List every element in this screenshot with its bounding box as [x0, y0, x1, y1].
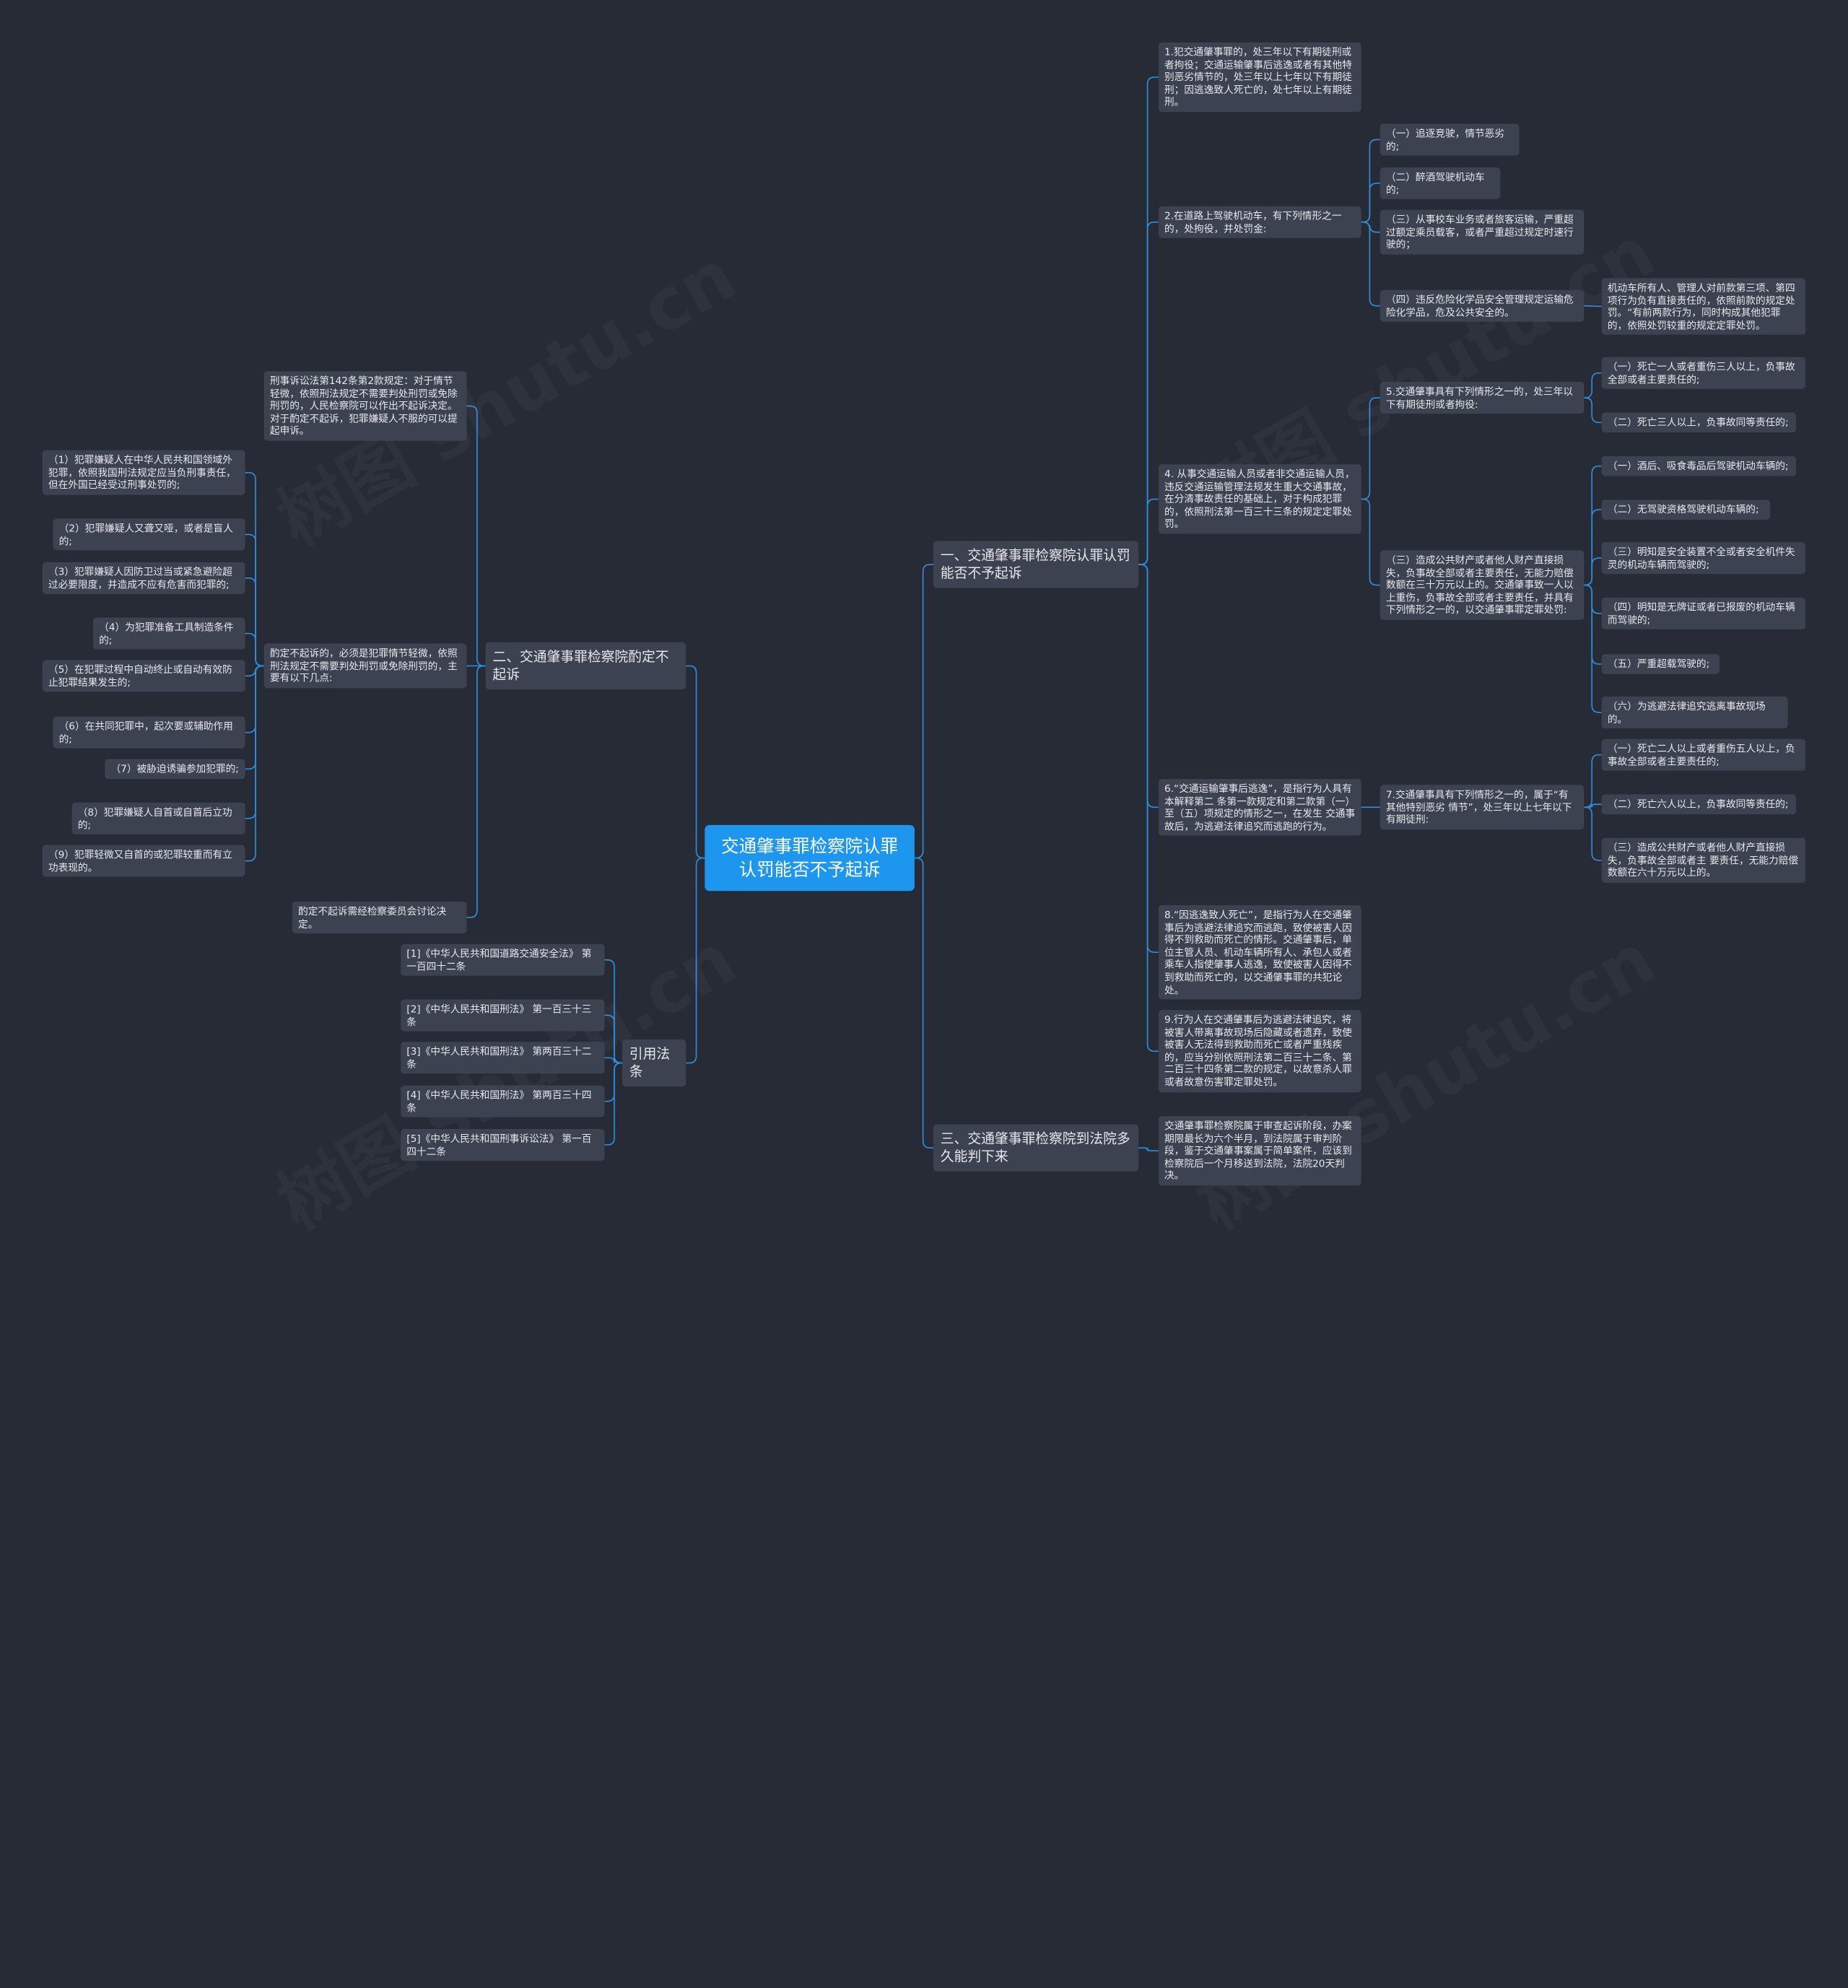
connector-43: [604, 959, 623, 1064]
branch-4-title[interactable]: 引用法条: [622, 1039, 687, 1087]
b1-item-2-sub-3[interactable]: （三）从事校车业务或者旅客运输，严重超过额定乘员载客，或者严重超过规定时速行驶的…: [1380, 209, 1585, 255]
b2-item-3[interactable]: 酌定不起诉需经检察委员会讨论决定。: [292, 901, 467, 934]
b1-item-5-3-sub-1[interactable]: （一）酒后、吸食毒品后驾驶机动车辆的;: [1601, 455, 1797, 476]
connector-7: [1138, 498, 1159, 565]
connector-8: [1138, 564, 1159, 808]
connector-38: [245, 665, 264, 677]
b1-item-5-3-sub-3[interactable]: （三）明知是安全装置不全或者安全机件失灵的机动车辆而驾驶的;: [1601, 541, 1806, 575]
connector-33: [466, 665, 486, 918]
connector-19: [1584, 397, 1602, 424]
connector-24: [1584, 584, 1602, 665]
b1-item-5-sub-1[interactable]: （一）死亡一人或者重伤三人以上，负事故全部或者主要责任的;: [1601, 357, 1806, 390]
connector-5: [1138, 77, 1159, 565]
b2-item-1[interactable]: 刑事诉讼法第142条第2款规定：对于情节轻微，依照刑法规定不需要判处刑罚或免除刑…: [263, 371, 467, 441]
b1-item-2-sub-2[interactable]: （二）醉酒驾驶机动车的;: [1380, 167, 1501, 200]
connector-lines: [245, 77, 1602, 1152]
b1-item-5-3-sub-4[interactable]: （四）明知是无牌证或者已报废的机动车辆而驾驶的;: [1601, 597, 1806, 630]
connector-36: [245, 577, 264, 667]
b2-item-2[interactable]: 酌定不起诉的，必须是犯罪情节轻微，依照刑法规定不需要判处刑罚或免除刑罚的，主要有…: [263, 643, 467, 689]
citation-2[interactable]: [2]《中华人民共和国刑法》 第一百三十三条: [401, 999, 605, 1032]
connector-21: [1584, 509, 1602, 586]
b2-item-2-sub-3[interactable]: （3）犯罪嫌疑人因防卫过当或紧急避险超过必要限度，并造成不应有危害而犯罪的;: [42, 562, 245, 595]
b1-item-7-sub-3[interactable]: （三）造成公共财产或者他人财产直接损失，负事故全部或者主 要责任，无能力赔偿数额…: [1601, 837, 1806, 883]
b1-item-5[interactable]: 5.交通肇事具有下列情形之一的，处三年以下有期徒刑或者拘役:: [1380, 381, 1585, 414]
b2-item-2-sub-9[interactable]: （9）犯罪轻微又自首的或犯罪较重而有立功表现的。: [42, 845, 245, 877]
connector-9: [1138, 564, 1159, 953]
b3-item-1[interactable]: 交通肇事罪检察院属于审查起诉阶段，办案期限最长为六个半月，到法院属于审判阶段，鉴…: [1158, 1116, 1361, 1186]
connector-28: [1584, 803, 1602, 808]
b1-item-9[interactable]: 9.行为人在交通肇事后为逃避法律追究，将被害人带离事故现场后隐藏或者遗弃，致使被…: [1158, 1010, 1361, 1092]
branch-3-title[interactable]: 三、交通肇事罪检察院到法院多久能判下来: [933, 1124, 1139, 1172]
branch-1-title[interactable]: 一、交通肇事罪检察院认罪认罚能否不予起诉: [933, 541, 1139, 588]
citation-5[interactable]: [5]《中华人民共和国刑事诉讼法》 第一百四十二条: [401, 1129, 605, 1161]
branch-2-title[interactable]: 二、交通肇事罪检察院酌定不起诉: [485, 642, 687, 690]
connector-31: [466, 405, 486, 667]
connector-6: [1138, 221, 1159, 565]
connector-45: [604, 1057, 623, 1064]
connector-37: [245, 632, 264, 667]
b2-item-2-sub-4[interactable]: （4）为犯罪准备工具制造条件的;: [92, 617, 245, 650]
connector-14: [1361, 221, 1380, 307]
connector-1: [914, 564, 934, 859]
connector-46: [604, 1062, 623, 1102]
b1-item-2[interactable]: 2.在道路上驾驶机动车，有下列情形之一的，处拘役，并处罚金:: [1158, 206, 1361, 239]
b1-item-2-sub-4[interactable]: （四）违反危险化学品安全管理规定运输危险化学品，危及公共安全的。: [1380, 289, 1585, 323]
b2-item-2-sub-8[interactable]: （8）犯罪嫌疑人自首或自首后立功的;: [71, 802, 245, 835]
connector-25: [1584, 584, 1602, 713]
connector-40: [245, 665, 264, 770]
b1-item-2-note[interactable]: 机动车所有人、管理人对前款第三项、第四项行为负有直接责任的，依照前款的规定处罚。…: [1601, 278, 1806, 336]
connector-15: [1584, 305, 1602, 308]
connector-35: [245, 533, 264, 667]
connector-47: [604, 1062, 623, 1146]
connector-30: [1138, 1147, 1159, 1152]
citation-3[interactable]: [3]《中华人民共和国刑法》 第两百三十二条: [401, 1042, 605, 1074]
b1-item-5-sub-2[interactable]: （二）死亡三人以上，负事故同等责任的;: [1601, 412, 1797, 432]
b1-item-5-3[interactable]: （三）造成公共财产或者他人财产直接损失，负事故全部或者主要责任，无能力赔偿数额在…: [1380, 550, 1585, 620]
connector-10: [1138, 564, 1159, 1052]
b2-item-2-sub-7[interactable]: （7）被胁迫诱骗参加犯罪的;: [105, 759, 245, 779]
b1-item-1[interactable]: 1.犯交通肇事罪的，处三年以下有期徒刑或者拘役；交通运输肇事后逃逸或者有其他特别…: [1158, 42, 1361, 113]
connector-3: [686, 665, 705, 859]
b1-item-5-3-sub-6[interactable]: （六）为逃避法律追究逃离事故现场的。: [1601, 696, 1788, 729]
b1-item-2-sub-1[interactable]: （一）追逐竞驶，情节恶劣的;: [1380, 123, 1520, 156]
connector-23: [1584, 584, 1602, 614]
b1-item-8[interactable]: 8.“因逃逸致人死亡”，是指行为人在交通肇事后为逃避法律追究而逃跑，致使被害人因…: [1158, 904, 1361, 1000]
connector-22: [1584, 557, 1602, 586]
connector-18: [1584, 372, 1602, 398]
b2-item-2-sub-2[interactable]: （2）犯罪嫌疑人又聋又哑，或者是盲人的;: [53, 518, 245, 551]
connector-16: [1361, 397, 1380, 500]
b1-item-4[interactable]: 4. 从事交通运输人员或者非交通运输人员，违反交通运输管理法规发生重大交通事故，…: [1158, 464, 1361, 534]
connector-20: [1584, 465, 1602, 586]
b2-item-2-sub-5[interactable]: （5）在犯罪过程中自动终止或自动有效防止犯罪结果发生的;: [42, 660, 245, 692]
connector-4: [686, 857, 705, 1064]
b2-item-2-sub-1[interactable]: （1）犯罪嫌疑人在中华人民共和国领域外犯罪，依照我国刑法规定应当负刑事责任，但在…: [42, 450, 245, 495]
b1-item-5-3-sub-5[interactable]: （五）严重超载驾驶的;: [1601, 654, 1720, 674]
connector-17: [1361, 498, 1380, 586]
citation-4[interactable]: [4]《中华人民共和国刑法》 第两百三十四条: [401, 1085, 605, 1118]
b1-item-6[interactable]: 6.“交通运输肇事后逃逸”，是指行为人具有本解释第二 条第一款规定和第二款第（一…: [1158, 779, 1361, 837]
connector-13: [1361, 221, 1380, 233]
connector-29: [1584, 806, 1602, 861]
connector-44: [604, 1014, 623, 1064]
b1-item-5-3-sub-2[interactable]: （二）无驾驶资格驾驶机动车辆的;: [1601, 500, 1771, 520]
citation-1[interactable]: [1]《中华人民共和国道路交通安全法》 第一百四十二条: [401, 943, 605, 977]
connector-27: [1584, 754, 1602, 808]
b1-item-7[interactable]: 7.交通肇事具有下列情形之一的，属于“有其他特别恶劣 情节”，处三年以上七年以下…: [1380, 785, 1585, 829]
connector-41: [245, 665, 264, 819]
connector-11: [1361, 139, 1380, 223]
connector-12: [1361, 183, 1380, 223]
b1-item-7-sub-1[interactable]: （一）死亡二人以上或者重伤五人以上，负事故全部或者主要责任的;: [1601, 738, 1806, 772]
b2-item-2-sub-6[interactable]: （6）在共同犯罪中，起次要或辅助作用的;: [53, 716, 245, 749]
connector-2: [914, 857, 934, 1148]
b1-item-7-sub-2[interactable]: （二）死亡六人以上，负事故同等责任的;: [1601, 794, 1797, 814]
connector-42: [245, 665, 264, 862]
root-node[interactable]: 交通肇事罪检察院认罪认罚能否不予起诉: [705, 824, 915, 891]
